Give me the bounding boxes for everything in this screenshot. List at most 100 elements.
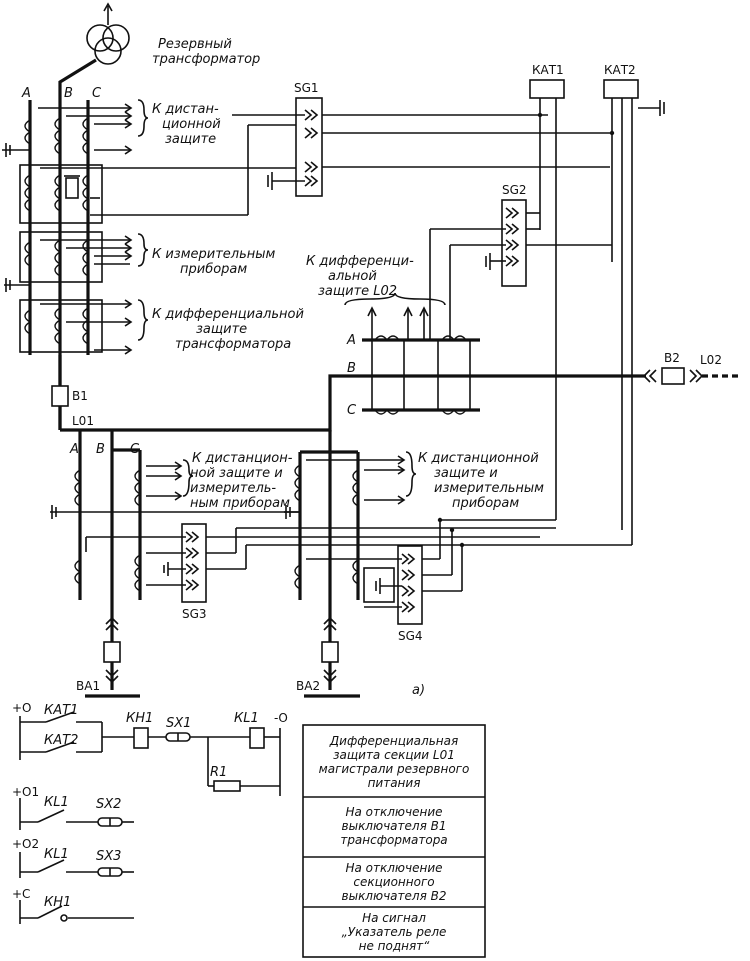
ba2-label: ВА2 <box>296 679 320 693</box>
legend-row-3-line-2: секционного <box>353 875 434 889</box>
minus-o-label: -О <box>274 711 288 725</box>
ba2-top-connector <box>323 616 337 631</box>
ba1-label: ВА1 <box>76 679 100 693</box>
left-lower-label-4: ным приборам <box>190 496 290 511</box>
right-lower-label-3: измерительным <box>434 481 544 496</box>
ba2-bottom-connector <box>323 669 337 684</box>
l02-phase-c-label: С <box>347 403 357 418</box>
phase-b-label-top: В <box>64 86 73 101</box>
reserve-transformer-label-2: трансформатор <box>152 52 260 67</box>
ct-group-ba1 <box>50 459 300 592</box>
legend-row-3-line-3: выключателя В2 <box>342 889 447 903</box>
lower-phase-a-label: А <box>69 442 79 457</box>
main-bus-l01 <box>60 374 646 432</box>
kl1-label: КL1 <box>234 711 259 726</box>
ct-group-distance <box>2 99 149 157</box>
kh1-label: КН1 <box>126 711 153 726</box>
ba2-breaker <box>321 641 339 663</box>
plus-o2-label: +О2 <box>12 837 39 851</box>
lower-phase-b-label: В <box>96 442 105 457</box>
sg4-connectors <box>306 517 556 613</box>
b1-label: В1 <box>72 389 88 403</box>
left-lower-label-3: измеритель- <box>190 481 276 496</box>
left-lower-label-2: ной защите и <box>190 466 283 481</box>
legend-row-3-line-1: На отключение <box>345 861 442 875</box>
sx2-label: SX2 <box>96 797 121 812</box>
legend-row-1-line-2: защита секции L01 <box>333 748 455 762</box>
plus-o-label: +О <box>12 701 32 715</box>
ct-group-measuring <box>4 231 149 292</box>
plus-o1-label: +О1 <box>12 785 39 799</box>
right-lower-label-1: К дистанционной <box>418 451 539 466</box>
distance-protection-label-2: ционной <box>162 117 221 132</box>
r1-label: R1 <box>210 765 227 780</box>
sx3-label: SX3 <box>96 849 121 864</box>
legend-row-4-line-3: не поднят“ <box>359 939 431 953</box>
ba1-top-connector <box>105 616 119 631</box>
diff-l02-label-3: защите L02 <box>318 284 397 299</box>
legend-table <box>302 724 486 958</box>
ct-group-l02 <box>362 306 480 415</box>
legend-row-1-line-4: питания <box>368 776 421 790</box>
sx1-label: SX1 <box>166 716 191 731</box>
diff-l02-brace <box>344 292 446 306</box>
l02-phase-a-label: А <box>346 333 356 348</box>
diff-l02-label-1: К дифференци- <box>306 254 414 269</box>
l02-label: L02 <box>700 353 722 367</box>
reserve-transformer-label-1: Резервный <box>158 37 232 52</box>
legend-row-2-line-2: выключателя В1 <box>342 819 447 833</box>
kat1-contact-label: КАТ1 <box>44 703 78 718</box>
left-lower-label-1: К дистанцион- <box>192 451 293 466</box>
right-lower-label-4: приборам <box>452 496 519 511</box>
diff-transformer-label-3: трансформатора <box>175 337 291 352</box>
o2-circuit <box>19 852 134 878</box>
ba1-bottom-connector <box>105 669 119 684</box>
b2-label: В2 <box>664 351 680 365</box>
distance-protection-label-1: К дистан- <box>152 102 219 117</box>
c-circuit <box>19 900 134 924</box>
b1-breaker <box>51 385 69 407</box>
ba1-breaker <box>103 641 121 663</box>
ct-group-diff-transformer <box>19 299 149 355</box>
legend-row-4-line-1: На сигнал <box>362 911 426 925</box>
measuring-label-2: приборам <box>180 262 247 277</box>
sg2-label: SG2 <box>502 183 527 197</box>
phase-c-label-top: С <box>92 86 102 101</box>
l01-label: L01 <box>72 414 94 428</box>
sg3-label: SG3 <box>182 607 207 621</box>
sg2-terminal-block <box>501 199 527 287</box>
sg1-connectors <box>232 109 610 190</box>
legend-row-1-line-1: Дифференциальная <box>329 734 458 748</box>
ct-group-ba2 <box>284 451 417 590</box>
kl1-o2-label: КL1 <box>44 847 69 862</box>
legend-row-4-line-2: „Указатель реле <box>342 925 447 939</box>
reserve-transformer-symbol <box>58 2 130 430</box>
measuring-label-1: К измерительным <box>152 247 276 262</box>
right-lower-label-2: защите и <box>434 466 498 481</box>
lower-phase-c-label: С <box>130 442 140 457</box>
b2-breaker-group <box>642 367 740 385</box>
distance-protection-label-3: защите <box>165 132 216 147</box>
sg1-label: SG1 <box>294 81 319 95</box>
sg3-connectors <box>85 527 632 591</box>
legend-row-1-line-3: магистрали резервного <box>319 762 470 776</box>
kat2-relay <box>603 79 639 99</box>
legend-row-2-line-1: На отключение <box>345 805 442 819</box>
phase-a-label-top: А <box>21 86 31 101</box>
kat1-relay <box>529 79 565 99</box>
kh1-c-label: КН1 <box>44 895 71 910</box>
control-circuit <box>19 711 281 796</box>
plus-c-label: +С <box>12 887 30 901</box>
figure-label: а) <box>412 683 425 698</box>
o1-circuit <box>19 798 134 830</box>
kat2-contact-label: КАТ2 <box>44 733 78 748</box>
diff-transformer-label-2: защите <box>196 322 247 337</box>
diff-transformer-label-1: К дифференциальной <box>152 307 304 322</box>
sg2-connectors <box>429 207 612 340</box>
kat1-label: КАТ1 <box>532 63 564 77</box>
l02-phase-b-label: В <box>347 361 356 376</box>
kl1-o1-label: КL1 <box>44 795 69 810</box>
kat-wiring <box>537 98 665 545</box>
